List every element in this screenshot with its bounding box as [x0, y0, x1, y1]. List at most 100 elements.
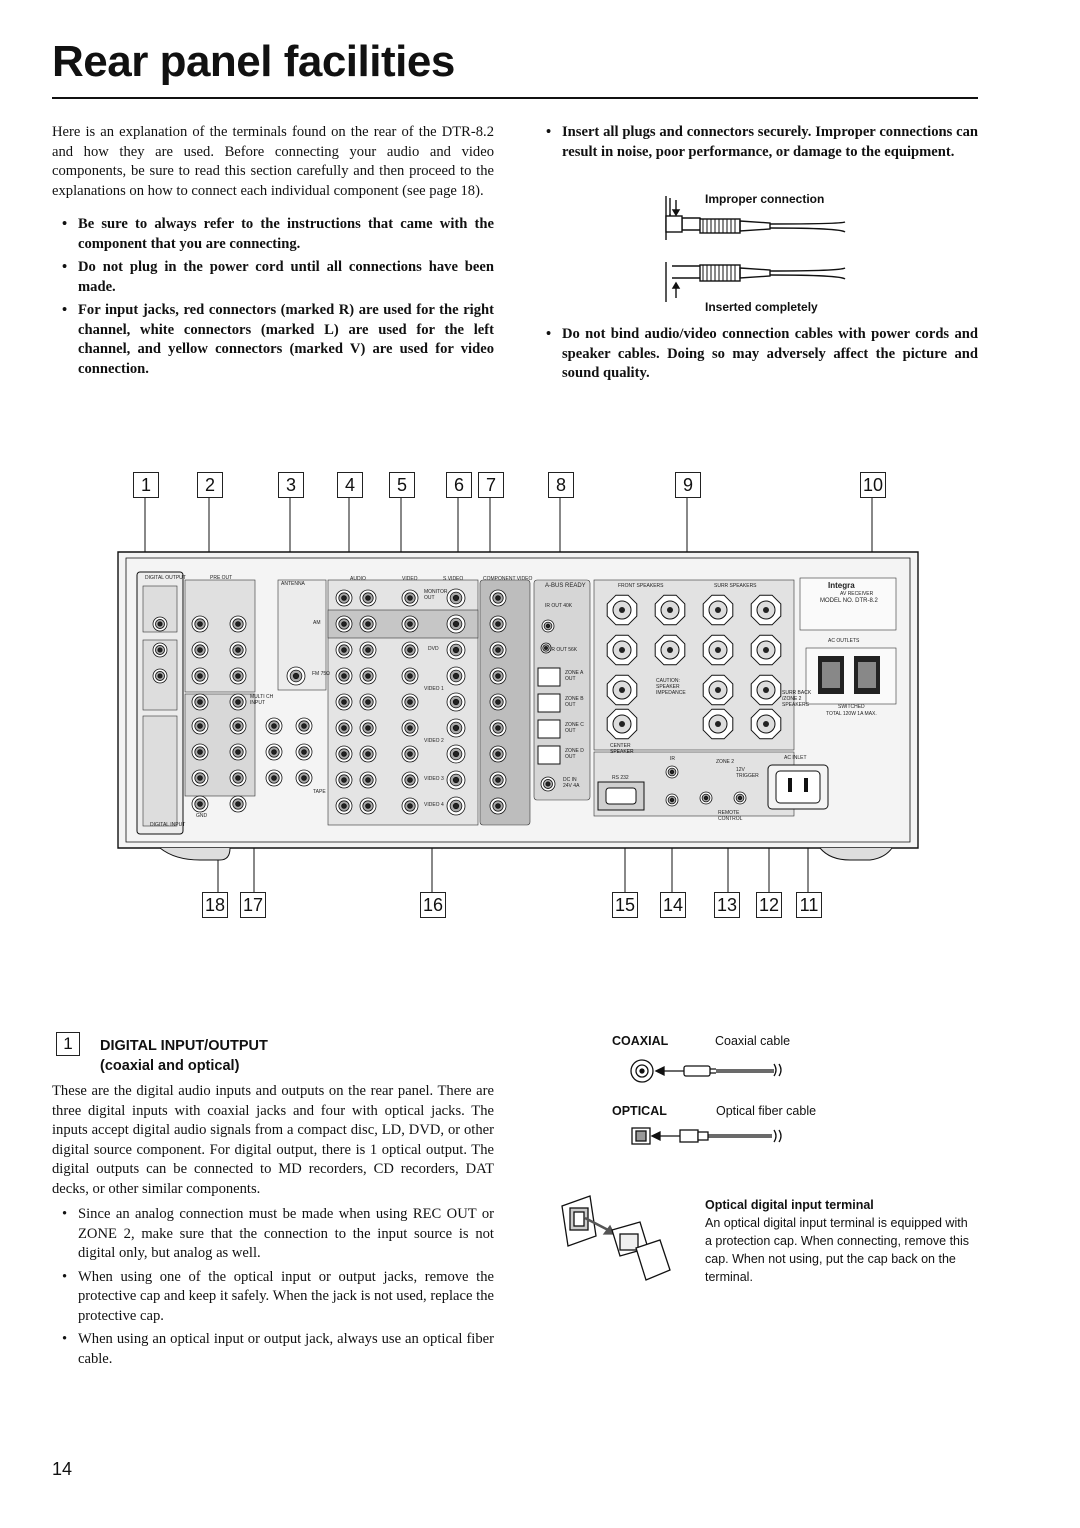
plug-illustration — [665, 196, 846, 302]
rca-jack — [401, 797, 419, 815]
panel-label-zone-d: ZONE D OUT — [565, 748, 584, 760]
panel-label-fm: FM 75Ω — [312, 671, 330, 677]
section1-bullet: Since an analog connection must be made … — [52, 1205, 494, 1264]
panel-label-am: AM — [313, 620, 321, 626]
rca-jack — [335, 745, 353, 763]
page-title: Rear panel facilities — [52, 37, 455, 86]
speaker-terminal — [654, 634, 686, 666]
intro-bullet: For input jacks, red connectors (marked … — [52, 301, 494, 379]
panel-label-switched: SWITCHED — [838, 704, 865, 710]
rca-jack — [265, 743, 283, 761]
panel-label-ac-outlets: AC OUTLETS — [828, 638, 860, 644]
rca-jack — [733, 791, 747, 805]
panel-model-line1: AV RECEIVER — [840, 591, 874, 597]
section1-bullet: When using an optical input or output ja… — [52, 1330, 494, 1369]
intro-paragraph: Here is an explanation of the terminals … — [52, 124, 494, 199]
rca-jack — [152, 616, 168, 632]
rca-jack — [191, 769, 209, 787]
speaker-terminal — [606, 634, 638, 666]
rca-jack — [229, 693, 247, 711]
panel-label-zone-a: ZONE A OUT — [565, 670, 584, 682]
panel-label-tape: TAPE — [313, 789, 326, 795]
speaker-terminal — [702, 594, 734, 626]
rca-jack — [359, 615, 377, 633]
modular-jack — [537, 719, 561, 739]
speaker-terminal — [702, 634, 734, 666]
panel-label-digital-output: DIGITAL OUTPUT — [145, 575, 186, 581]
section-title: DIGITAL INPUT/OUTPUT (coaxial and optica… — [100, 1036, 268, 1076]
modular-jack — [537, 745, 561, 765]
notes-column-2: Do not bind audio/video connection cable… — [536, 325, 978, 388]
panel-label-ir: IR — [670, 756, 675, 762]
rca-jack — [191, 615, 209, 633]
rca-jack — [191, 795, 209, 813]
rca-jack — [446, 588, 466, 608]
panel-label-dc-in: DC IN 24V 4A — [563, 777, 580, 789]
rca-jack — [359, 771, 377, 789]
rca-jack — [265, 717, 283, 735]
speaker-terminal — [750, 674, 782, 706]
rca-jack — [359, 667, 377, 685]
brand-logo: Integra — [828, 581, 855, 590]
rca-jack — [401, 719, 419, 737]
panel-label-ir-out-56k: IR OUT 56K — [550, 647, 578, 653]
rca-jack — [489, 641, 507, 659]
panel-label-remote-control: REMOTE CONTROL — [718, 810, 743, 822]
section-number: 1 — [56, 1032, 80, 1056]
panel-label-surr-back: SURR BACK /ZONE 2 SPEAKERS — [782, 690, 812, 708]
rca-jack — [229, 717, 247, 735]
rca-jack — [489, 719, 507, 737]
rca-jack — [335, 667, 353, 685]
panel-label-s-video: S VIDEO — [443, 576, 464, 582]
panel-label-video1: VIDEO 1 — [424, 686, 444, 692]
panel-label-ir-out-40k: IR OUT 40K — [545, 603, 573, 609]
rca-jack — [489, 771, 507, 789]
intro-bullet: Be sure to always refer to the instructi… — [52, 215, 494, 254]
section1-paragraph: These are the digital audio inputs and o… — [52, 1083, 494, 1197]
inserted-completely-label: Inserted completely — [705, 300, 818, 314]
panel-label-zone-b: ZONE B OUT — [565, 696, 584, 708]
rca-jacks — [152, 588, 747, 816]
improper-connection-label: Improper connection — [705, 192, 825, 206]
rca-jack — [699, 791, 713, 805]
speaker-terminals — [606, 594, 782, 740]
callout-7: 7 — [478, 472, 504, 498]
rca-jack — [191, 717, 209, 735]
rca-jack — [446, 744, 466, 764]
panel-label-zone-c: ZONE C OUT — [565, 722, 584, 734]
rca-jack — [489, 615, 507, 633]
callout-6: 6 — [446, 472, 472, 498]
rca-jack — [446, 640, 466, 660]
panel-label-video3: VIDEO 3 — [424, 776, 444, 782]
rca-jack — [446, 614, 466, 634]
speaker-terminal — [606, 674, 638, 706]
section-title-line2: (coaxial and optical) — [100, 1058, 240, 1074]
optical-terminal-note: Optical digital input terminal An optica… — [705, 1196, 975, 1286]
speaker-terminal — [750, 594, 782, 626]
optical-cable-label: Optical fiber cable — [716, 1104, 817, 1118]
rca-jack — [540, 776, 556, 792]
rca-jack — [295, 743, 313, 761]
page-number: 14 — [52, 1459, 73, 1479]
rca-jack — [229, 795, 247, 813]
rca-jack — [541, 619, 555, 633]
section1-body: These are the digital audio inputs and o… — [52, 1082, 494, 1373]
rca-jack — [152, 668, 168, 684]
speaker-terminal — [750, 634, 782, 666]
panel-label-center-speaker: CENTER SPEAKER — [610, 743, 634, 755]
rca-jack — [401, 771, 419, 789]
speaker-terminal — [654, 594, 686, 626]
rca-jack — [401, 693, 419, 711]
callout-9: 9 — [675, 472, 701, 498]
speaker-terminal — [750, 708, 782, 740]
panel-label-caution: CAUTION: SPEAKER IMPEDANCE — [656, 678, 686, 696]
panel-label-total: TOTAL 120W 1A MAX. — [826, 711, 877, 717]
panel-label-video2: VIDEO 2 — [424, 738, 444, 744]
panel-label-audio: AUDIO — [350, 576, 366, 582]
rca-jack — [295, 717, 313, 735]
rca-jack — [401, 589, 419, 607]
coaxial-cable-label: Coaxial cable — [715, 1034, 791, 1048]
rca-jack — [401, 641, 419, 659]
rca-jack — [446, 666, 466, 686]
